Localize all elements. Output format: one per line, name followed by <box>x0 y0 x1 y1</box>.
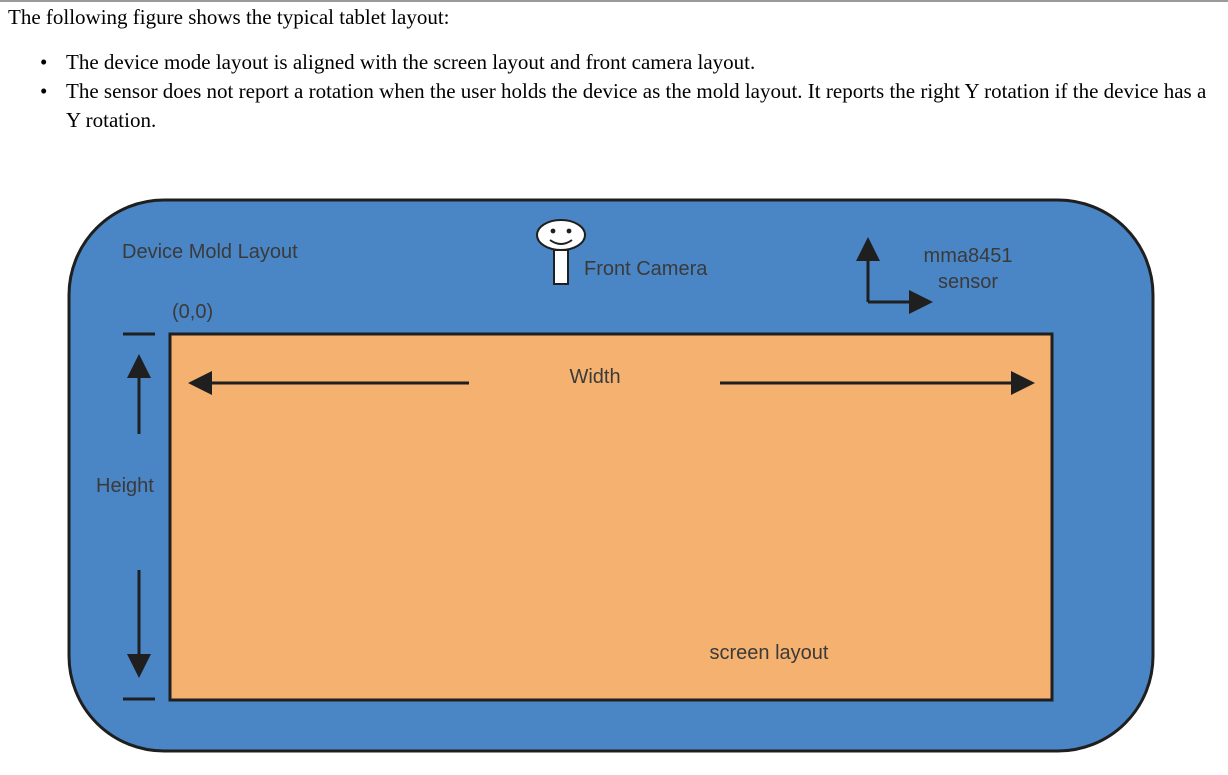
mold-layout-label: Device Mold Layout <box>122 241 298 263</box>
front-camera-label: Front Camera <box>584 258 708 280</box>
height-label: Height <box>96 475 154 497</box>
bullet-item: • The device mode layout is aligned with… <box>0 48 1228 77</box>
front-camera-icon <box>536 219 586 285</box>
top-rule <box>0 0 1228 2</box>
screen-layout-rect <box>168 332 1054 702</box>
bullet-item: • The sensor does not report a rotation … <box>0 77 1228 135</box>
bullet-dot: • <box>40 50 48 74</box>
sensor-axes-icon <box>856 237 933 314</box>
width-label: Width <box>569 366 620 388</box>
bullet-list: • The device mode layout is aligned with… <box>0 48 1228 135</box>
origin-label: (0,0) <box>172 301 213 323</box>
bullet-text: The sensor does not report a rotation wh… <box>66 79 1207 132</box>
sensor-label-line2: sensor <box>938 271 998 293</box>
sensor-label-line1: mma8451 <box>924 245 1013 267</box>
intro-text: The following figure shows the typical t… <box>8 5 450 29</box>
height-arrows <box>123 332 155 701</box>
bullet-dot: • <box>40 79 48 103</box>
bullet-text: The device mode layout is aligned with t… <box>66 50 756 74</box>
screen-layout-label: screen layout <box>710 642 829 664</box>
